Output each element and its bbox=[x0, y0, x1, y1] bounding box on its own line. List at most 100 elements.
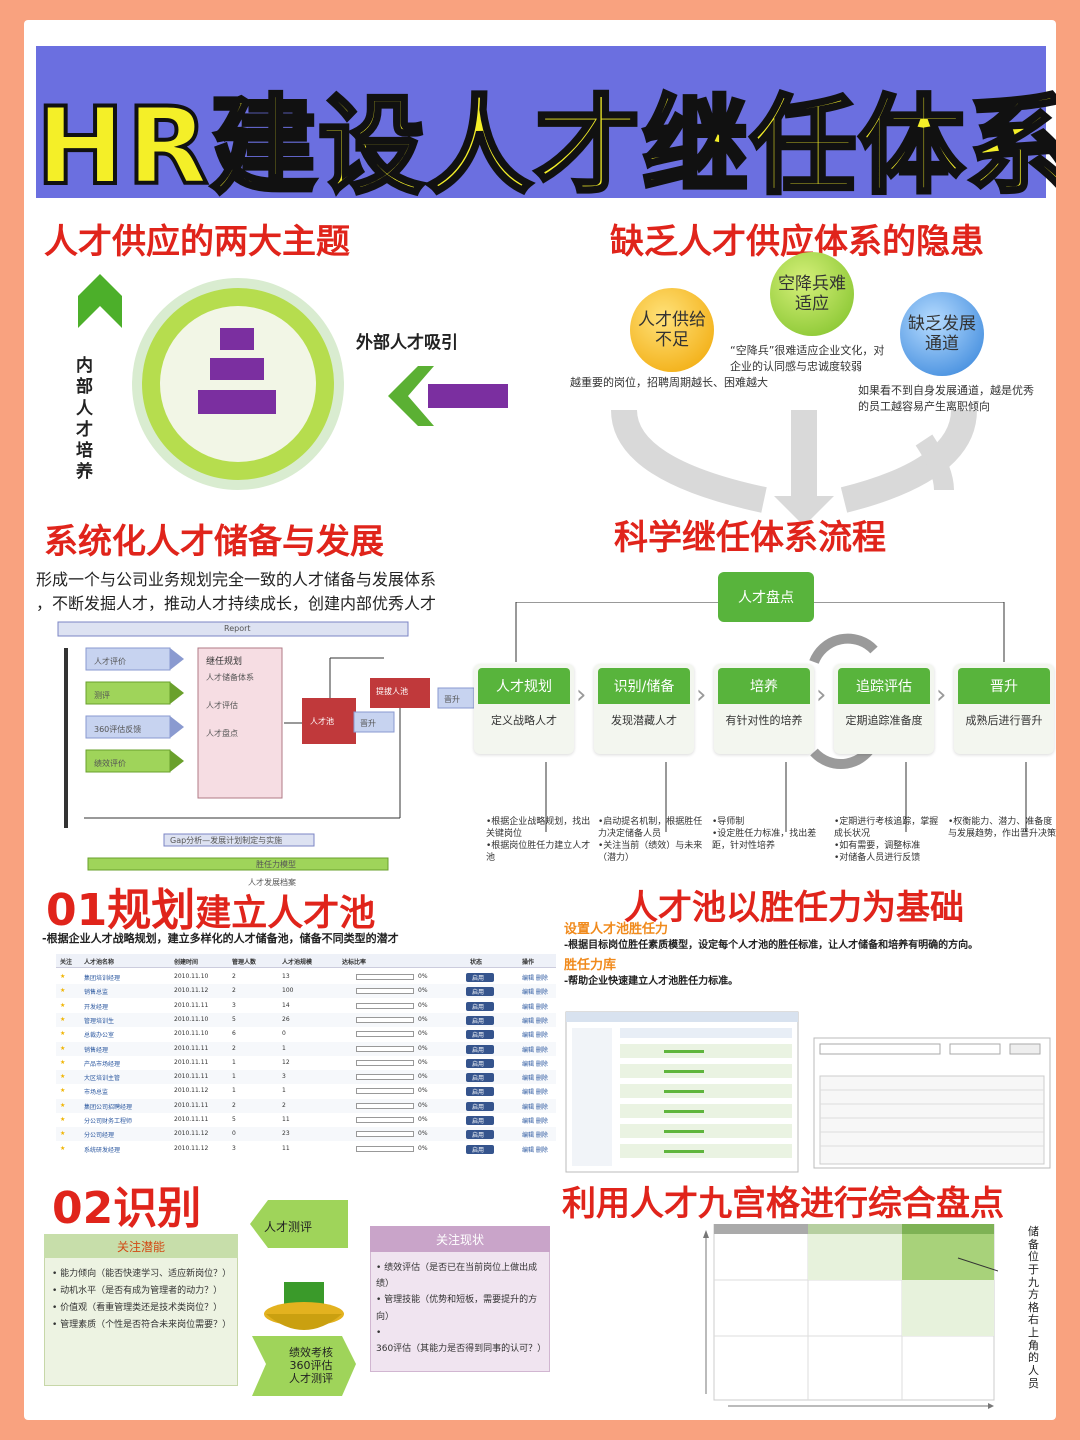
pool-name-link[interactable]: 产品市场经理 bbox=[84, 1060, 121, 1068]
external-talent-label: 外部人才吸引 bbox=[356, 333, 458, 353]
star-icon[interactable]: ★ bbox=[60, 1130, 66, 1138]
performance-arrow-label: 绩效考核 360评估 人才测评 bbox=[289, 1346, 333, 1386]
row-actions[interactable]: 编辑 删除 bbox=[522, 1075, 548, 1083]
gap-analysis-label: Gap分析—发展计划制定与实施 bbox=[170, 836, 283, 845]
size-cell: 100 bbox=[282, 987, 294, 995]
risk-no-career-path: 缺乏发展通道 bbox=[900, 292, 984, 376]
flow-step-1: 人才规划 bbox=[478, 668, 570, 704]
ratio-cell: 0% bbox=[418, 1087, 428, 1095]
status-toggle[interactable] bbox=[466, 1058, 494, 1068]
reserve-desc-line2: ，不断发掘人才，推动人才持续成长，创建内部优秀人才 bbox=[36, 594, 437, 613]
people-row-icon bbox=[428, 384, 508, 408]
row-actions[interactable]: 编辑 删除 bbox=[522, 1146, 548, 1154]
row-actions[interactable]: 编辑 删除 bbox=[522, 1060, 548, 1068]
status-toggle[interactable] bbox=[466, 1144, 494, 1154]
plan-desc: -根据企业人才战略规划，建立多样化的人才储备池，储备不同类型的潜才 bbox=[42, 932, 399, 945]
ratio-bar bbox=[356, 1016, 414, 1023]
status-toggle[interactable] bbox=[466, 1087, 494, 1097]
pool-name-link[interactable]: 销售经理 bbox=[84, 1046, 109, 1054]
ratio-cell: 0% bbox=[418, 1130, 428, 1138]
row-actions[interactable]: 编辑 删除 bbox=[522, 1118, 548, 1125]
managers-cell: 3 bbox=[232, 1144, 236, 1152]
star-icon[interactable]: ★ bbox=[60, 1001, 66, 1009]
row-actions[interactable]: 编辑 删除 bbox=[522, 1132, 548, 1140]
flow-step-2-sub: 发现潜藏人才 bbox=[611, 714, 677, 727]
ratio-cell: 0% bbox=[418, 1101, 428, 1109]
row-actions[interactable]: 编辑 删除 bbox=[522, 1046, 548, 1054]
star-icon[interactable]: ★ bbox=[60, 1044, 66, 1052]
status-toggle[interactable] bbox=[466, 987, 494, 997]
ratio-cell: 0% bbox=[418, 1001, 428, 1009]
star-icon[interactable]: ★ bbox=[60, 1015, 66, 1023]
created-cell: 2010.11.12 bbox=[174, 1144, 209, 1152]
row-actions[interactable]: 编辑 删除 bbox=[522, 989, 548, 997]
status-toggle[interactable] bbox=[466, 1101, 494, 1111]
managers-cell: 5 bbox=[232, 1015, 236, 1023]
created-cell: 2010.11.11 bbox=[174, 1073, 209, 1081]
star-icon[interactable]: ★ bbox=[60, 1116, 66, 1123]
managers-cell: 1 bbox=[232, 1073, 236, 1081]
row-actions[interactable]: 编辑 删除 bbox=[522, 1032, 548, 1040]
row-actions[interactable]: 编辑 删除 bbox=[522, 1017, 548, 1025]
star-icon[interactable]: ★ bbox=[60, 987, 66, 995]
promote-label: 晋升 bbox=[444, 695, 460, 704]
pool-name-link[interactable]: 分公司财务工程师 bbox=[84, 1118, 133, 1125]
col-size: 人才池规模 bbox=[282, 959, 313, 966]
input-item-3: 360评估反馈 bbox=[94, 725, 142, 734]
flow-step-1-sub: 定义战略人才 bbox=[491, 714, 557, 727]
pool-name-link[interactable]: 大区培训主管 bbox=[84, 1075, 121, 1083]
status-toggle[interactable] bbox=[466, 1044, 494, 1054]
status-toggle[interactable] bbox=[466, 1073, 494, 1083]
pool-name-link[interactable]: 集团公司招聘经理 bbox=[84, 1103, 133, 1111]
input-item-1: 人才评价 bbox=[94, 657, 126, 666]
pool-name-link[interactable]: 分公司经理 bbox=[84, 1132, 115, 1140]
status-toggle[interactable] bbox=[466, 1001, 494, 1011]
section-title-competency: 人才池以胜任力为基础 bbox=[624, 888, 964, 928]
status-toggle[interactable] bbox=[466, 1030, 494, 1040]
col-ops: 操作 bbox=[522, 959, 535, 966]
row-actions[interactable]: 编辑 删除 bbox=[522, 1003, 548, 1011]
created-cell: 2010.11.12 bbox=[174, 1087, 209, 1095]
pool-name-link[interactable]: 集团培训经理 bbox=[84, 975, 121, 982]
star-icon[interactable]: ★ bbox=[60, 1144, 66, 1152]
row-actions[interactable]: 编辑 删除 bbox=[522, 1089, 548, 1097]
size-cell: 0 bbox=[282, 1030, 286, 1038]
pool-name-link[interactable]: 系统研发经理 bbox=[84, 1146, 121, 1154]
chevron-right-icon: › bbox=[576, 680, 587, 710]
star-icon[interactable]: ★ bbox=[60, 1101, 66, 1109]
size-cell: 3 bbox=[282, 1073, 286, 1081]
talent-pool-label: 人才池 bbox=[310, 717, 334, 726]
row-actions[interactable]: 编辑 删除 bbox=[522, 1103, 548, 1111]
flow-step-2: 识别/储备 bbox=[598, 668, 690, 704]
star-icon[interactable]: ★ bbox=[60, 1073, 66, 1081]
ratio-bar bbox=[356, 1145, 414, 1152]
pool-name-link[interactable]: 市场总监 bbox=[84, 1089, 109, 1097]
status-item: • 绩效评估（是否已在当前岗位上做出成绩） bbox=[376, 1263, 538, 1290]
pool-name-link[interactable]: 开发经理 bbox=[84, 1003, 109, 1011]
pool-name-link[interactable]: 销售总监 bbox=[84, 989, 109, 997]
star-icon[interactable]: ★ bbox=[60, 973, 66, 980]
star-icon[interactable]: ★ bbox=[60, 1058, 66, 1066]
size-cell: 26 bbox=[282, 1015, 290, 1023]
status-toggle[interactable] bbox=[466, 1130, 494, 1140]
status-toggle[interactable] bbox=[466, 973, 494, 982]
pool-table-header bbox=[56, 954, 556, 968]
status-toggle[interactable] bbox=[466, 1116, 494, 1125]
ratio-bar bbox=[356, 1074, 414, 1081]
pool-name-link[interactable]: 总裁办公室 bbox=[84, 1032, 115, 1040]
status-item: • 360评估（其能力是否得到同事的认可？） bbox=[376, 1327, 547, 1354]
ratio-bar bbox=[356, 1059, 414, 1066]
status-toggle[interactable] bbox=[466, 1015, 494, 1025]
managers-cell: 1 bbox=[232, 1058, 236, 1066]
status-label: 启用 bbox=[472, 1146, 485, 1154]
row-actions[interactable]: 编辑 删除 bbox=[522, 975, 548, 982]
star-icon[interactable]: ★ bbox=[60, 1087, 66, 1095]
status-label: 启用 bbox=[472, 1032, 485, 1040]
star-icon[interactable]: ★ bbox=[60, 1030, 66, 1038]
ratio-cell: 0% bbox=[418, 1116, 428, 1123]
pool-name-link[interactable]: 管理培训生 bbox=[84, 1017, 115, 1025]
